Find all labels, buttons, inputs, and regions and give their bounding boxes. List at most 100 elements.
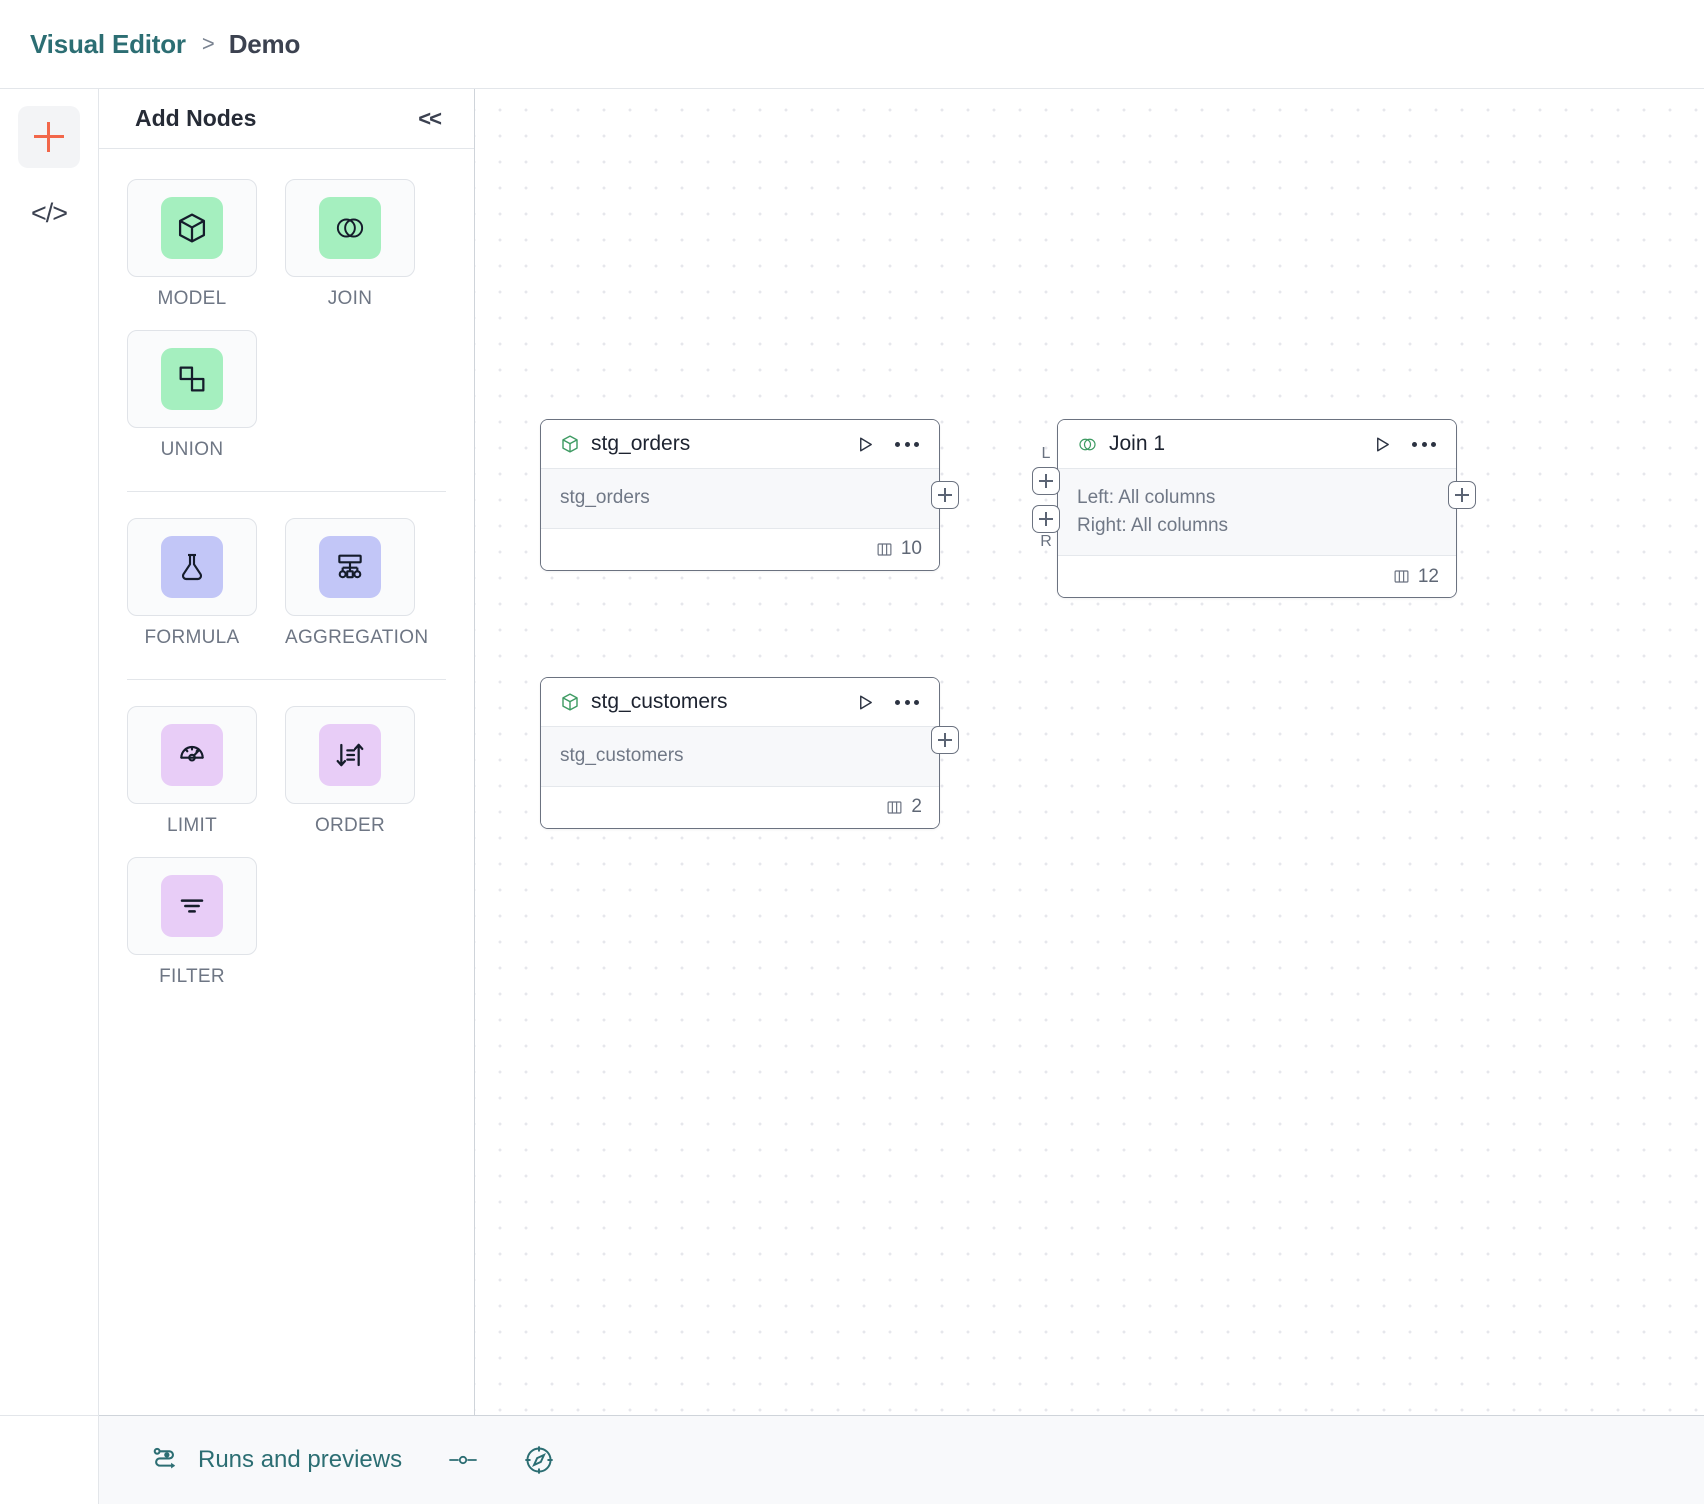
cube-icon — [560, 692, 580, 712]
port-stg-customers-output[interactable] — [931, 726, 959, 754]
more-horizontal-icon[interactable] — [1412, 441, 1436, 447]
venn-circles-icon — [319, 197, 381, 259]
node-type-union-tile[interactable] — [127, 330, 257, 428]
node-type-formula[interactable]: FORMULA — [127, 518, 257, 649]
plus-icon — [938, 488, 952, 502]
node-type-model-tile[interactable] — [127, 179, 257, 277]
code-brackets-icon: </> — [30, 197, 68, 228]
node-type-join-tile[interactable] — [285, 179, 415, 277]
port-join-output[interactable] — [1448, 481, 1476, 509]
add-nodes-panel-body: MODEL JOIN — [99, 149, 474, 1415]
graph-node-stg-orders[interactable]: stg_orders stg_orders — [540, 419, 940, 571]
cube-icon — [560, 434, 580, 454]
node-type-limit-label: LIMIT — [166, 815, 218, 836]
union-shapes-icon — [161, 348, 223, 410]
graph-node-header[interactable]: stg_customers — [541, 678, 939, 727]
slider-icon[interactable] — [448, 1451, 478, 1469]
port-right-label: R — [1040, 533, 1052, 550]
left-icon-rail: </> — [0, 89, 99, 1415]
collapse-panel-button[interactable]: << — [418, 105, 442, 131]
breadcrumb-separator: > — [201, 31, 215, 56]
graph-node-body: stg_customers — [541, 727, 939, 787]
play-icon[interactable] — [856, 435, 875, 454]
port-stg-orders-output[interactable] — [931, 481, 959, 509]
node-type-filter-label: FILTER — [159, 966, 225, 987]
node-group-row-ops: LIMIT ORDER — [127, 706, 446, 1008]
breadcrumb-root-link[interactable]: Visual Editor — [30, 28, 186, 59]
columns-icon — [887, 800, 902, 814]
node-type-aggregation[interactable]: AGGREGATION — [285, 518, 429, 649]
column-count-value: 12 — [1417, 565, 1439, 587]
edge-layer — [475, 89, 775, 239]
sort-arrows-icon — [319, 724, 381, 786]
columns-icon — [1394, 570, 1409, 583]
columns-icon — [877, 542, 892, 556]
add-nodes-title: Add Nodes — [135, 105, 257, 131]
more-horizontal-icon[interactable] — [895, 441, 919, 447]
port-left-label: L — [1041, 445, 1051, 462]
bottom-status-bar: Runs and previews — [0, 1415, 1704, 1504]
flask-icon — [161, 536, 223, 598]
top-breadcrumb-bar: Visual Editor > Demo — [0, 0, 1704, 89]
panel-divider-2 — [127, 679, 446, 680]
node-type-order-label: ORDER — [314, 815, 386, 836]
node-type-join[interactable]: JOIN — [285, 179, 415, 310]
runs-and-previews-label: Runs and previews — [198, 1446, 403, 1473]
node-type-limit[interactable]: LIMIT — [127, 706, 257, 837]
graph-node-header[interactable]: stg_orders — [541, 420, 939, 469]
graph-node-footer: 10 — [541, 528, 939, 570]
add-nodes-panel: Add Nodes << — [99, 89, 475, 1415]
graph-node-body: stg_orders — [541, 469, 939, 529]
code-view-rail-button[interactable]: </> — [18, 182, 80, 244]
node-group-sources: MODEL JOIN — [127, 179, 446, 481]
breadcrumb-current-page: Demo — [228, 28, 301, 59]
graph-node-join-1[interactable]: Join 1 Left: All columns Right: All colu… — [1057, 419, 1457, 599]
node-type-limit-tile[interactable] — [127, 706, 257, 804]
graph-node-title: stg_customers — [591, 690, 728, 713]
node-type-model[interactable]: MODEL — [127, 179, 257, 310]
node-type-order[interactable]: ORDER — [285, 706, 415, 837]
port-join-left-input[interactable] — [1032, 467, 1060, 495]
panel-divider-1 — [127, 491, 446, 492]
node-type-order-tile[interactable] — [285, 706, 415, 804]
compass-icon[interactable] — [524, 1445, 554, 1475]
node-type-formula-tile[interactable] — [127, 518, 257, 616]
graph-node-source-row: stg_orders — [560, 487, 650, 508]
add-nodes-panel-header: Add Nodes << — [99, 89, 474, 149]
play-icon[interactable] — [856, 693, 875, 712]
node-type-filter[interactable]: FILTER — [127, 857, 257, 988]
port-join-right-input[interactable] — [1032, 505, 1060, 533]
editor-middle-region: </> Add Nodes << — [0, 89, 1704, 1415]
node-type-aggregation-tile[interactable] — [285, 518, 415, 616]
plus-icon — [1039, 512, 1053, 526]
venn-circles-icon — [1077, 434, 1098, 455]
play-icon[interactable] — [1373, 435, 1392, 454]
cube-icon — [161, 197, 223, 259]
column-count: 2 — [886, 796, 922, 818]
plus-icon — [1455, 488, 1469, 502]
add-node-rail-button[interactable] — [18, 106, 80, 168]
plus-icon — [34, 122, 64, 152]
flow-canvas[interactable]: stg_orders stg_orders — [475, 89, 1704, 1415]
runs-and-previews-button[interactable]: Runs and previews — [150, 1443, 402, 1478]
node-type-join-label: JOIN — [327, 288, 373, 309]
node-group-transforms: FORMULA — [127, 518, 446, 669]
graph-node-header[interactable]: Join 1 — [1058, 420, 1456, 469]
graph-node-body: Left: All columns Right: All columns — [1058, 469, 1456, 557]
node-type-aggregation-label: AGGREGATION — [285, 627, 429, 648]
graph-node-stg-customers[interactable]: stg_customers stg_customers — [540, 677, 940, 829]
column-count: 12 — [1393, 566, 1439, 588]
node-type-union[interactable]: UNION — [127, 330, 257, 461]
more-horizontal-icon[interactable] — [895, 699, 919, 705]
node-type-formula-label: FORMULA — [144, 627, 240, 648]
column-count-value: 10 — [900, 538, 922, 560]
node-type-filter-tile[interactable] — [127, 857, 257, 955]
plus-icon — [1039, 474, 1053, 488]
bottom-bar-rail-spacer — [0, 1415, 99, 1504]
graph-node-title: Join 1 — [1109, 432, 1166, 455]
join-left-columns-row: Left: All columns — [1077, 487, 1216, 508]
column-count-value: 2 — [911, 796, 922, 818]
graph-node-source-row: stg_customers — [560, 745, 684, 766]
pipeline-icon — [150, 1443, 180, 1478]
